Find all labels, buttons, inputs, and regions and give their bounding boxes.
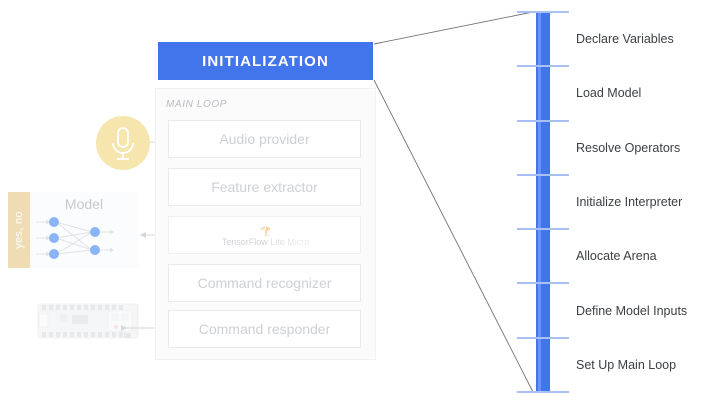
loop-item-label: Command recognizer xyxy=(197,275,332,291)
tflm-wordmark: TensorFlow Lite Micro xyxy=(222,237,310,247)
tflm-word-micro: Micro xyxy=(287,237,310,247)
neural-network-icon xyxy=(36,217,114,259)
timeline-tick xyxy=(517,11,569,13)
initialization-header[interactable]: INITIALIZATION xyxy=(158,42,373,80)
model-output-tab: yes, no xyxy=(8,192,30,268)
timeline-tick xyxy=(517,119,569,122)
timeline-tick xyxy=(517,65,569,68)
timeline-step-label[interactable]: Load Model xyxy=(576,86,642,101)
leader-line-top xyxy=(373,11,534,45)
microphone-icon xyxy=(112,127,134,160)
model-title: Model xyxy=(64,196,104,212)
timeline-tick xyxy=(517,282,569,285)
timeline-step-label[interactable]: Set Up Main Loop xyxy=(576,357,677,372)
loop-item-audio-provider[interactable]: Audio provider xyxy=(168,120,361,158)
microphone-input-badge xyxy=(96,116,150,170)
loop-item-label: Audio provider xyxy=(219,131,310,147)
loop-item-tensorflow-lite-micro[interactable]: TensorFlow Lite Micro xyxy=(168,216,361,254)
loop-item-label: Feature extractor xyxy=(211,179,318,195)
loop-item-command-responder[interactable]: Command responder xyxy=(168,310,361,348)
tflm-word-lite: Lite xyxy=(270,237,285,247)
timeline-bar-highlight xyxy=(538,12,541,392)
loop-item-feature-extractor[interactable]: Feature extractor xyxy=(168,168,361,206)
timeline-step-label[interactable]: Declare Variables xyxy=(576,32,674,47)
tensorflow-logo-icon xyxy=(261,226,270,237)
timeline-tick xyxy=(517,173,569,176)
timeline-step-label[interactable]: Allocate Arena xyxy=(576,249,657,264)
timeline-tick xyxy=(517,391,569,393)
loop-item-label: Command responder xyxy=(198,321,331,337)
timeline-tick xyxy=(517,336,569,339)
model-output-label: yes, no xyxy=(13,211,25,249)
main-loop-label: MAIN LOOP xyxy=(166,99,227,110)
timeline-step-label[interactable]: Define Model Inputs xyxy=(576,303,688,318)
initialization-title: INITIALIZATION xyxy=(202,52,329,70)
leader-line-bottom xyxy=(373,79,534,393)
timeline-step-label[interactable]: Initialize Interpreter xyxy=(576,195,683,209)
timeline-step-label[interactable]: Resolve Operators xyxy=(576,140,681,155)
microcontroller-board-icon xyxy=(37,303,139,339)
tflm-word-tensorflow: TensorFlow xyxy=(221,237,268,247)
timeline-tick xyxy=(517,228,569,231)
loop-item-command-recognizer[interactable]: Command recognizer xyxy=(168,264,361,302)
